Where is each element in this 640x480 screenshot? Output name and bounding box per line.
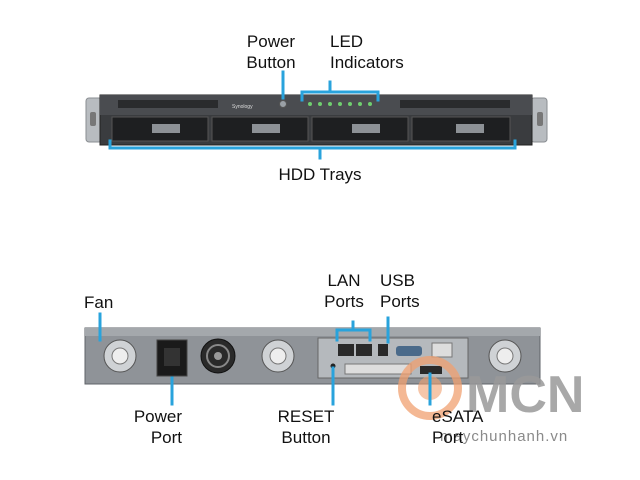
power-button-icon: [279, 100, 287, 108]
brand-text: Synology: [232, 104, 253, 110]
esata-port-icon: [420, 366, 442, 374]
front-chassis: Synology: [85, 94, 548, 146]
power-port-label: Power Port: [133, 407, 182, 447]
psu-fan-icon: [200, 338, 236, 374]
led-indicators-label: LED Indicators: [330, 32, 404, 72]
usb-port-icon: [378, 344, 388, 356]
watermark-mcn: MCN: [466, 366, 584, 424]
fan-right-icon: [488, 339, 522, 373]
reset-button-label: RESET Button: [277, 407, 335, 447]
back-chassis: [84, 327, 541, 385]
esata-port-label: eSATA Port: [432, 407, 484, 447]
watermark-url: maychunhanh.vn: [440, 428, 569, 445]
lan-port-2-icon: [356, 344, 372, 356]
serial-port-icon: [396, 346, 422, 356]
lan-ports-label: LAN Ports: [324, 271, 364, 311]
led-row: [308, 102, 372, 106]
power-button-label: Power Button: [246, 32, 296, 72]
lan-port-1-icon: [338, 344, 354, 356]
hdd-trays: [111, 116, 511, 142]
hdd-trays-label: HDD Trays: [278, 165, 362, 184]
fan-left-icon: [103, 339, 137, 373]
usb-ports-label: USB Ports: [380, 271, 420, 311]
fan-label: Fan: [84, 293, 114, 312]
fan-mid-icon: [261, 339, 295, 373]
